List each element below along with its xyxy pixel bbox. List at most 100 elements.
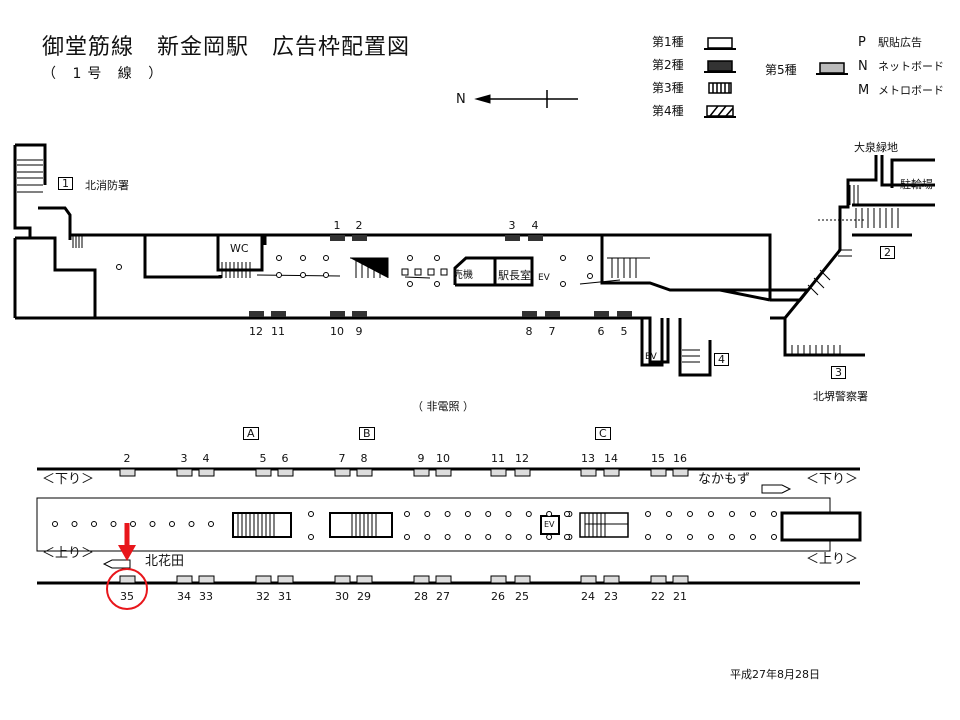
ad-slot-type5 xyxy=(413,575,430,584)
ad-number: 7 xyxy=(548,325,556,338)
column xyxy=(564,534,570,540)
ad-number: 13 xyxy=(581,452,595,465)
column xyxy=(300,272,306,278)
ad-slot-type2 xyxy=(617,311,632,317)
ad-number: 26 xyxy=(491,590,505,603)
ad-number: 9 xyxy=(355,325,363,338)
column xyxy=(116,264,122,270)
legend-type5: 第5種 xyxy=(765,63,797,77)
column xyxy=(434,255,440,261)
exit-3-badge: 3 xyxy=(831,366,846,379)
ad-number: 10 xyxy=(436,452,450,465)
ad-number: 14 xyxy=(604,452,618,465)
platform-columns xyxy=(52,511,777,540)
ad-number: 27 xyxy=(436,590,450,603)
ad-slot-type5 xyxy=(255,575,272,584)
column xyxy=(404,534,410,540)
column xyxy=(169,521,175,527)
column xyxy=(424,534,431,540)
ad-slot-type5 xyxy=(603,575,620,584)
legend-code-n: N xyxy=(858,59,868,74)
column xyxy=(276,255,282,261)
ad-number: 6 xyxy=(597,325,605,338)
parking-label: 駐輪場 xyxy=(900,178,933,191)
exit-4-badge: 4 xyxy=(714,353,729,366)
column xyxy=(771,534,777,540)
ad-slot-type2 xyxy=(352,235,367,241)
red-arrowhead-icon xyxy=(118,545,136,561)
column xyxy=(308,534,314,540)
column xyxy=(729,511,735,517)
column xyxy=(71,521,78,527)
exit-2-badge: 2 xyxy=(880,246,895,259)
column xyxy=(464,534,471,540)
ad-slot-type5 xyxy=(255,468,272,477)
ad-number: 7 xyxy=(338,452,346,465)
oizumi-label: 大泉緑地 xyxy=(854,141,898,154)
ad-slot-type2 xyxy=(545,311,560,317)
page-title: 御堂筋線 新金岡駅 広告枠配置図 xyxy=(42,35,411,60)
column xyxy=(666,534,672,540)
ad-number: 25 xyxy=(515,590,529,603)
column xyxy=(564,511,570,517)
column xyxy=(208,521,214,527)
down-label-left: ＜下り＞ xyxy=(42,472,95,487)
non-illuminated-note: （ 非電照 ） xyxy=(412,400,474,413)
column xyxy=(276,272,282,278)
column xyxy=(149,521,156,527)
section-b: B xyxy=(359,427,375,440)
ad-slot-type5 xyxy=(198,468,215,477)
legend-code-m-label: メトロボード xyxy=(878,84,944,97)
ad-number: 30 xyxy=(335,590,349,603)
ad-slot-type5 xyxy=(672,468,689,477)
ad-number: 34 xyxy=(177,590,191,603)
ad-slot-type2 xyxy=(271,311,286,317)
legend-type1: 第1種 xyxy=(652,35,684,49)
column xyxy=(666,511,672,517)
column xyxy=(308,511,314,517)
ad-slot-type5 xyxy=(435,468,452,477)
dest-down: なかもず xyxy=(698,472,751,487)
ad-slot-type5 xyxy=(334,575,351,584)
ad-slot-type5 xyxy=(490,575,507,584)
highlight-marker xyxy=(106,523,148,610)
column xyxy=(771,511,777,517)
column xyxy=(52,521,58,527)
ad-slot-type5 xyxy=(119,575,136,584)
platform-ads xyxy=(119,468,689,584)
concourse-ev-label: EV xyxy=(538,273,550,283)
ad-number: 33 xyxy=(199,590,213,603)
ad-slot-type5 xyxy=(176,468,193,477)
column xyxy=(546,511,553,517)
ad-number: 10 xyxy=(330,325,344,338)
ad-slot-type5 xyxy=(435,575,452,584)
ad-number: 2 xyxy=(355,219,363,232)
ad-number: 4 xyxy=(202,452,210,465)
ad-number: 23 xyxy=(604,590,618,603)
legend-code-p-label: 駅貼広告 xyxy=(878,36,922,49)
ad-number: 22 xyxy=(651,590,665,603)
date-label: 平成27年8月28日 xyxy=(730,668,820,681)
column xyxy=(729,534,735,540)
ad-number: 32 xyxy=(256,590,270,603)
ad-slot-type5 xyxy=(672,575,689,584)
ad-number: 1 xyxy=(333,219,341,232)
ad-number: 3 xyxy=(180,452,188,465)
column xyxy=(485,534,492,540)
stairs-lines xyxy=(17,159,899,363)
wc-label: WC xyxy=(230,242,249,255)
column xyxy=(110,521,117,527)
dest-up: 北花田 xyxy=(145,554,185,569)
ad-slot-type5 xyxy=(514,575,531,584)
ticket-machine-label: 売機 xyxy=(453,270,473,281)
ad-number: 8 xyxy=(525,325,533,338)
concourse-ads xyxy=(249,235,632,317)
column xyxy=(560,281,566,287)
concourse-columns xyxy=(116,255,593,287)
column xyxy=(750,534,756,540)
column xyxy=(91,521,97,527)
exit-3-label: 北堺警察署 xyxy=(813,390,868,403)
column xyxy=(130,521,136,527)
legend-code-n-label: ネットボード xyxy=(878,60,944,73)
